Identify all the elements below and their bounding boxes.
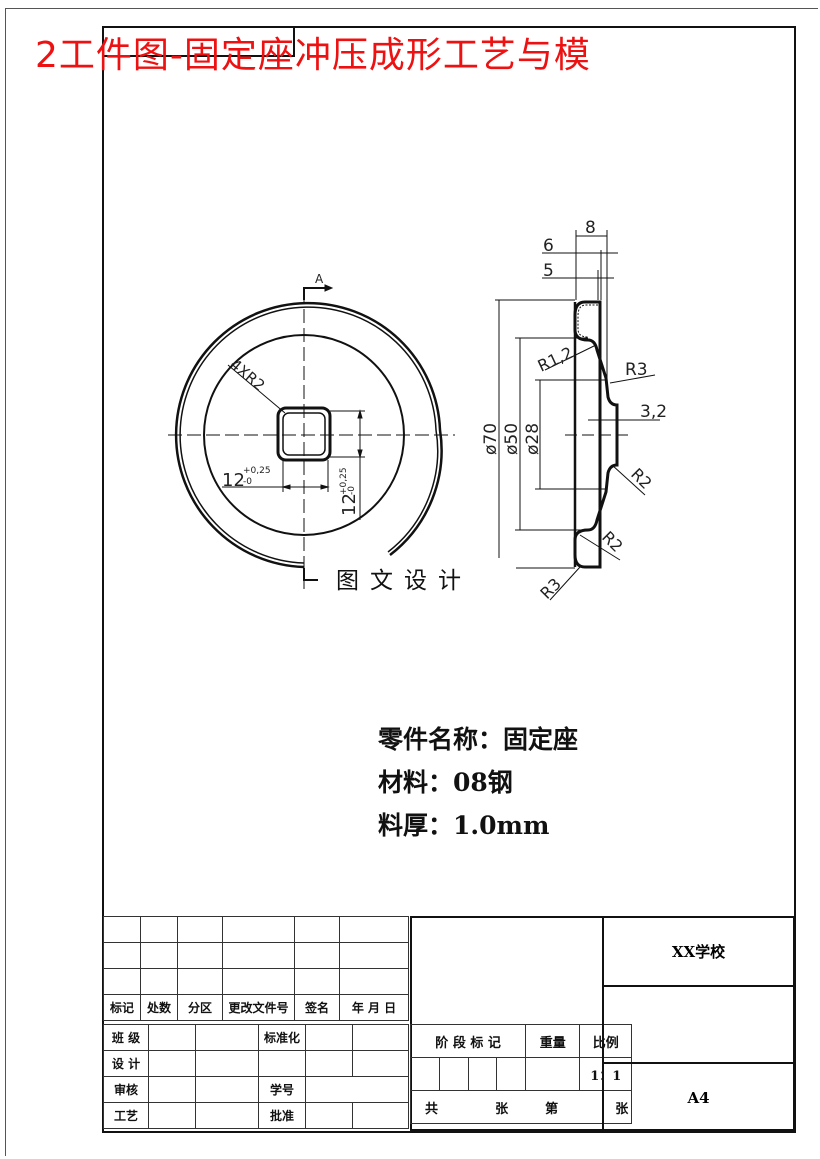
fillet-note-label: 4XR2 bbox=[226, 355, 268, 394]
approval-row: 审核 学号 bbox=[103, 1076, 409, 1103]
approval-table: 班 级 标准化 设 计 审核 学号 工艺 批准 bbox=[103, 1024, 409, 1129]
dim-6: 6 bbox=[543, 236, 554, 256]
revision-table: 标记 处数 分区 更改文件号 签名 年 月 日 bbox=[103, 916, 409, 1021]
title-block-middle bbox=[410, 916, 602, 1131]
school-name: XX学校 bbox=[604, 918, 793, 987]
title-block-right: XX学校 A4 bbox=[602, 916, 795, 1131]
stage-table: 阶 段 标 记 重量 比例 1：1 共 张 第 张 bbox=[409, 1024, 633, 1124]
svg-text:-0: -0 bbox=[347, 486, 357, 495]
approval-row: 设 计 bbox=[103, 1050, 409, 1077]
svg-text:-0: -0 bbox=[243, 477, 252, 487]
radius-r3-top: R3 bbox=[625, 360, 648, 380]
revision-header-row: 标记 处数 分区 更改文件号 签名 年 月 日 bbox=[103, 994, 409, 1021]
depth-dim: 3,2 bbox=[640, 402, 667, 422]
thickness-note: 料厚：1.0mm bbox=[378, 811, 550, 840]
page-border bbox=[5, 8, 818, 1156]
approval-row: 班 级 标准化 bbox=[103, 1024, 409, 1051]
dia-28: ø28 bbox=[523, 423, 543, 455]
drawing-code-box bbox=[102, 26, 295, 57]
width-dim-label: 12 bbox=[222, 470, 245, 491]
dim-5: 5 bbox=[543, 261, 554, 281]
design-stamp: 图文设计 bbox=[318, 558, 516, 606]
dia-50: ø50 bbox=[502, 423, 522, 455]
section-view bbox=[495, 230, 660, 601]
radius-r3-bottom: R3 bbox=[536, 574, 564, 602]
dim-8: 8 bbox=[585, 218, 596, 238]
drawing-name-cell bbox=[604, 987, 793, 1064]
drawing-frame bbox=[102, 26, 796, 1133]
dia-70: ø70 bbox=[481, 423, 501, 455]
technical-notes: 零件名称：固定座 材料：08钢 料厚：1.0mm bbox=[378, 718, 578, 847]
svg-text:+0,25: +0,25 bbox=[243, 466, 271, 476]
svg-text:+0,25: +0,25 bbox=[339, 467, 349, 495]
stage-header-row: 阶 段 标 记 重量 比例 bbox=[409, 1024, 633, 1058]
approval-row: 工艺 批准 bbox=[103, 1102, 409, 1129]
page-title: 2工件图-固定座冲压成形工艺与模 bbox=[35, 35, 591, 76]
radius-r2-inner: R2 bbox=[627, 464, 655, 492]
part-name-note: 零件名称：固定座 bbox=[378, 725, 579, 754]
radius-r2-bottom: R2 bbox=[598, 527, 626, 555]
paper-size: A4 bbox=[687, 1088, 710, 1107]
height-dim-label: 12 bbox=[339, 493, 360, 516]
sheet-count-row: 共 张 第 张 bbox=[409, 1090, 633, 1124]
material-note: 材料：08钢 bbox=[378, 768, 513, 797]
front-view bbox=[168, 284, 455, 590]
radius-r12: R1,2 bbox=[535, 343, 576, 376]
section-label: A bbox=[315, 272, 324, 286]
